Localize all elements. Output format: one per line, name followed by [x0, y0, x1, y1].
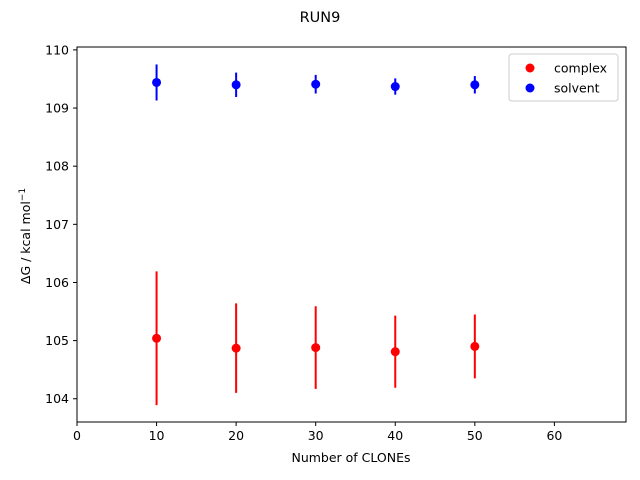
y-tick-label: 105: [45, 333, 69, 348]
plot-area: [76, 46, 627, 423]
x-tick-label: 20: [228, 428, 244, 443]
y-tick-label: 104: [45, 391, 69, 406]
x-tick-label: 10: [149, 428, 165, 443]
legend-marker-solvent: [525, 83, 535, 93]
y-axis-label: ΔG / kcal mol−1: [18, 188, 33, 284]
data-point-complex: [152, 333, 162, 343]
data-point-solvent: [390, 82, 400, 92]
x-tick-label: 50: [467, 428, 483, 443]
x-tick-label: 30: [308, 428, 324, 443]
x-tick-label: 0: [73, 428, 81, 443]
data-point-solvent: [470, 80, 480, 90]
data-point-solvent: [231, 80, 241, 90]
x-axis: 0 10 20 30 40 50 60: [73, 422, 562, 443]
y-tick-label: 110: [45, 42, 69, 57]
x-tick-label: 60: [546, 428, 562, 443]
y-axis-label-sup: −1: [18, 188, 28, 201]
plot-frame: [76, 46, 627, 423]
data-point-complex: [390, 347, 400, 357]
y-axis-label-main: ΔG / kcal mol: [18, 201, 33, 284]
legend-marker-complex: [525, 63, 535, 73]
legend-box: [508, 53, 619, 102]
chart-title: RUN9: [300, 10, 341, 26]
legend-label-complex: complex: [554, 61, 607, 76]
y-tick-label: 107: [45, 217, 69, 232]
data-point-complex: [311, 343, 321, 353]
x-tick-label: 40: [387, 428, 403, 443]
legend: complex solvent: [508, 53, 619, 102]
x-axis-label: Number of CLONEs: [291, 450, 410, 465]
data-point-solvent: [152, 77, 162, 87]
legend-label-solvent: solvent: [554, 81, 600, 96]
y-axis: 104 105 106 107 108 109 110: [45, 42, 77, 406]
y-tick-label: 106: [45, 275, 69, 290]
data-point-complex: [470, 341, 480, 351]
data-point-solvent: [311, 79, 321, 89]
y-tick-label: 109: [45, 101, 69, 116]
y-tick-label: 108: [45, 159, 69, 174]
data-point-complex: [231, 343, 241, 353]
